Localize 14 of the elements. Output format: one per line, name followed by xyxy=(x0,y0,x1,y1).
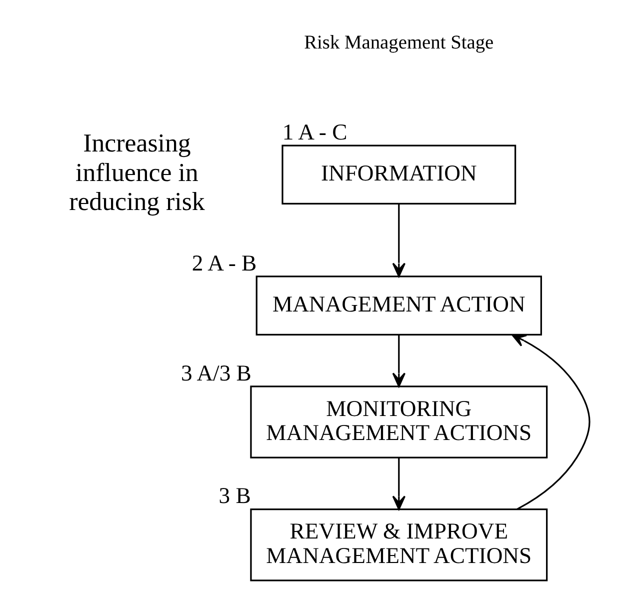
label: Increasing influence in reducing risk xyxy=(68,128,204,216)
arrow xyxy=(392,458,406,510)
node-label: 1 A - C xyxy=(282,119,347,144)
arrow xyxy=(392,335,406,388)
arrow xyxy=(511,334,590,510)
arrow xyxy=(392,204,406,278)
node-box: MONITORING MANAGEMENT ACTIONS xyxy=(250,386,548,458)
label: Risk Management Stage xyxy=(304,32,494,54)
node-box: MANAGEMENT ACTION xyxy=(255,276,542,336)
node-box: REVIEW & IMPROVE MANAGEMENT ACTIONS xyxy=(250,508,548,582)
node-label: 3 B xyxy=(218,483,250,508)
node-label: 2 A - B xyxy=(191,250,256,276)
node-box: INFORMATION xyxy=(281,144,516,205)
node-label: 3 A/3 B xyxy=(180,360,251,386)
